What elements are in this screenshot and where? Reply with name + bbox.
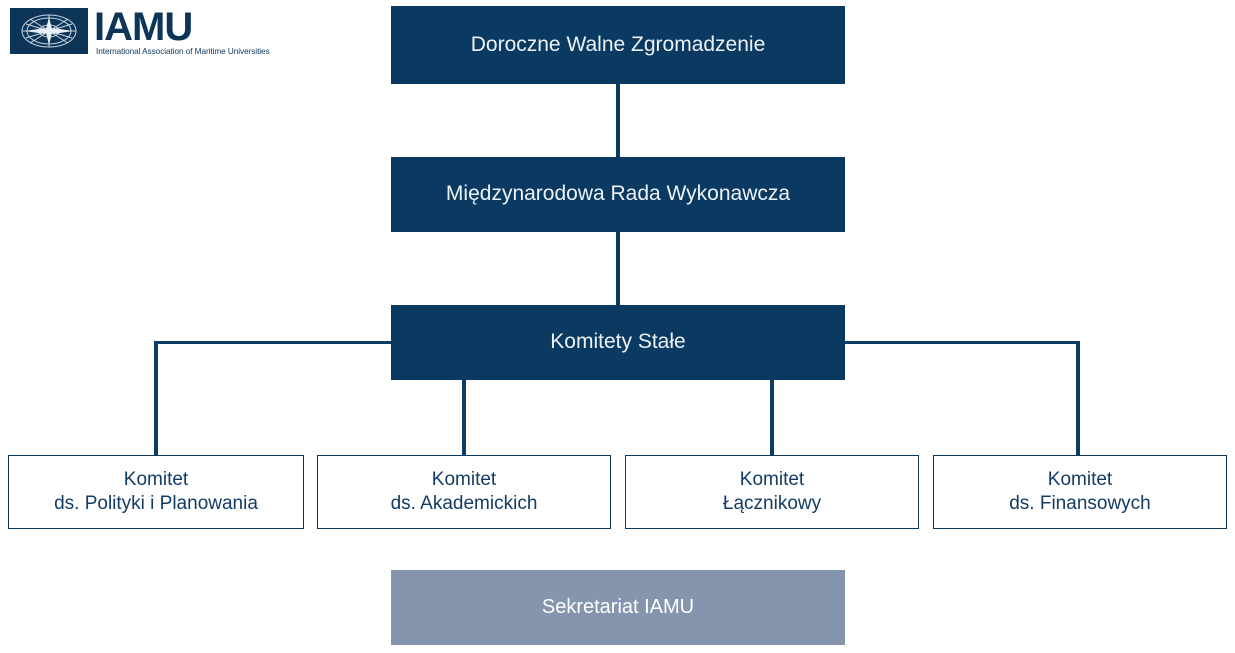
edge-rail-left [154,341,394,344]
iamu-logo: IAMU International Association of Mariti… [10,5,270,58]
edge-council-committees [616,232,620,306]
node-international-executive-council[interactable]: Międzynarodowa Rada Wykonawcza [391,157,845,232]
node-label-block: Komitet ds. Polityki i Planowania [54,468,258,517]
node-label: Sekretariat IAMU [541,595,695,618]
node-label-block: Komitet ds. Finansowych [1009,468,1151,517]
logo-wordmark: IAMU [94,5,193,49]
node-committee-finance[interactable]: Komitet ds. Finansowych [933,455,1227,529]
edge-committees-policy [154,341,158,456]
edge-assembly-council [616,84,620,158]
node-label-line1: Komitet [1047,468,1113,490]
node-annual-general-assembly[interactable]: Doroczne Walne Zgromadzenie [391,6,845,84]
node-label: Międzynarodowa Rada Wykonawcza [445,182,791,206]
edge-committees-finance [1076,341,1080,456]
edge-committees-academic [462,379,466,456]
edge-rail-right [843,341,1080,344]
node-label-line2: ds. Akademickich [390,493,538,514]
node-label-line2: ds. Polityki i Planowania [54,493,258,514]
node-label: Komitety Stałe [550,330,686,354]
node-iamu-secretariat[interactable]: Sekretariat IAMU [391,570,845,645]
node-label-line1: Komitet [739,468,805,490]
node-label-line2: Łącznikowy [722,493,822,514]
node-committee-academic-affairs[interactable]: Komitet ds. Akademickich [317,455,611,529]
node-label: Doroczne Walne Zgromadzenie [470,32,766,56]
node-standing-committees[interactable]: Komitety Stałe [391,305,845,380]
node-label-line1: Komitet [123,468,189,490]
compass-rose-icon [10,8,88,54]
node-label-block: Komitet Łącznikowy [723,468,821,517]
node-label-line2: ds. Finansowych [1009,493,1151,514]
node-label-line1: Komitet [431,468,497,490]
node-label-block: Komitet ds. Akademickich [391,468,538,517]
edge-committees-liaison [770,379,774,456]
node-committee-policy-planning[interactable]: Komitet ds. Polityki i Planowania [8,455,304,529]
logo-subtitle: International Association of Maritime Un… [96,47,270,56]
node-committee-liaison[interactable]: Komitet Łącznikowy [625,455,919,529]
